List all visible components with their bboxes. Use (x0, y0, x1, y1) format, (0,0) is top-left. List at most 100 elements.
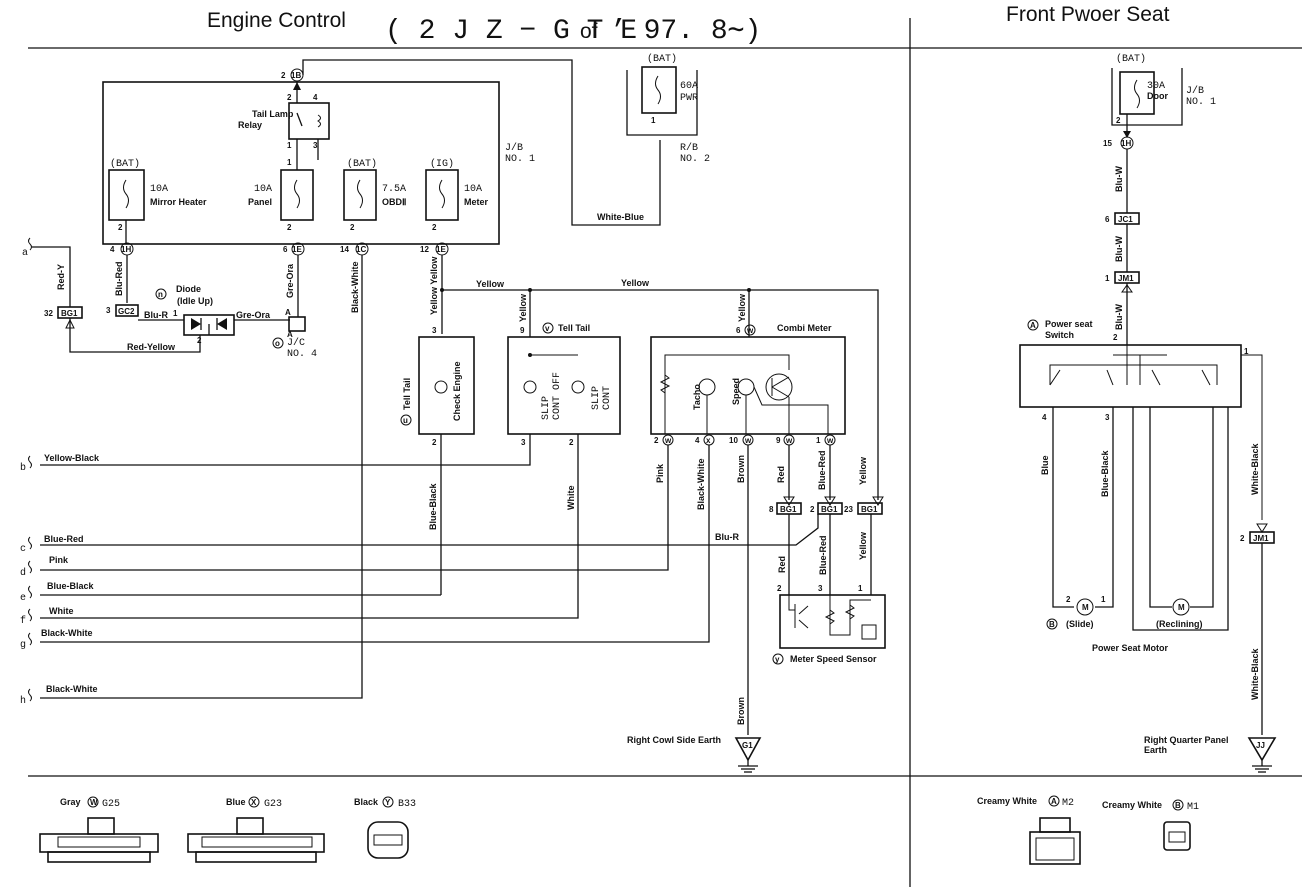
svg-text:JC1: JC1 (1118, 215, 1133, 224)
svg-text:23: 23 (844, 505, 853, 514)
svg-text:v: v (545, 324, 550, 333)
svg-text:d: d (20, 567, 26, 579)
svg-text:6: 6 (736, 326, 741, 335)
svg-text:Brown: Brown (736, 455, 746, 483)
svg-text:w: w (744, 436, 752, 445)
svg-text:Yellow Yellow: Yellow Yellow (429, 256, 439, 315)
svg-text:4: 4 (110, 245, 115, 254)
svg-text:3: 3 (432, 326, 437, 335)
engine-of-label: of (580, 20, 598, 43)
svg-text:B: B (1175, 801, 1181, 810)
svg-text:A: A (1030, 321, 1036, 330)
svg-text:Creamy White: Creamy White (1102, 800, 1162, 810)
svg-text:Yellow: Yellow (737, 293, 747, 322)
meter-speed-sensor (779, 594, 886, 649)
svg-text:Right Cowl Side Earth: Right Cowl Side Earth (627, 735, 721, 745)
svg-text:(Reclining): (Reclining) (1156, 619, 1203, 629)
svg-text:Blue-Red: Blue-Red (817, 450, 827, 490)
svg-text:Blue-Black: Blue-Black (428, 482, 438, 530)
tell-tail-slip (507, 336, 621, 435)
svg-text:Blu-W: Blu-W (1114, 304, 1124, 330)
svg-text:1: 1 (1244, 347, 1249, 356)
svg-text:1: 1 (651, 116, 656, 125)
svg-text:BG1: BG1 (780, 505, 797, 514)
fuse-pwr (641, 66, 677, 114)
svg-text:(BAT): (BAT) (647, 53, 677, 65)
svg-text:Creamy White: Creamy White (977, 796, 1037, 806)
svg-text:Meter Speed Sensor: Meter Speed Sensor (790, 654, 877, 664)
svg-text:2: 2 (287, 93, 292, 102)
combi-meter (650, 336, 846, 435)
svg-text:Blu-R: Blu-R (144, 310, 168, 320)
svg-text:Check Engine: Check Engine (452, 361, 462, 421)
svg-text:Blu-Red: Blu-Red (114, 262, 124, 297)
svg-text:32: 32 (44, 309, 53, 318)
svg-text:2: 2 (432, 223, 437, 232)
svg-text:PWR: PWR (680, 93, 698, 104)
svg-text:M: M (1178, 603, 1185, 612)
svg-text:15: 15 (1103, 139, 1112, 148)
svg-text:12: 12 (420, 245, 429, 254)
svg-text:3: 3 (521, 438, 526, 447)
svg-text:Tell Tail: Tell Tail (402, 378, 412, 410)
mirror-fuse-supply: (BAT) (110, 158, 140, 170)
svg-text:Pink: Pink (49, 555, 69, 565)
svg-text:7.5A: 7.5A (382, 184, 406, 195)
side-wire-d: d Pink (20, 555, 69, 579)
svg-text:1: 1 (858, 584, 863, 593)
svg-text:3: 3 (1105, 413, 1110, 422)
tail-lamp-relay (288, 102, 330, 140)
svg-text:Combi Meter: Combi Meter (777, 323, 832, 333)
svg-text:Yellow: Yellow (476, 279, 505, 289)
svg-text:Power Seat Motor: Power Seat Motor (1092, 643, 1169, 653)
svg-text:Black: Black (354, 797, 379, 807)
svg-text:u: u (403, 416, 408, 425)
svg-text:n: n (158, 290, 163, 299)
svg-text:Speed: Speed (731, 378, 741, 405)
svg-text:2: 2 (569, 438, 574, 447)
tell-tail-check-engine (418, 336, 475, 435)
fuse-meter (425, 169, 459, 221)
svg-text:2: 2 (1116, 116, 1121, 125)
svg-text:Red: Red (776, 466, 786, 483)
svg-text:Red: Red (777, 556, 787, 573)
svg-text:Black-White: Black-White (41, 628, 93, 638)
svg-text:Blue: Blue (226, 797, 246, 807)
svg-text:G23: G23 (264, 799, 282, 810)
svg-text:JM1: JM1 (1253, 534, 1269, 543)
wire-white-blue (302, 59, 661, 226)
connector-blue-g23: Blue X G23 (187, 796, 325, 863)
svg-text:b: b (20, 462, 26, 474)
svg-text:White: White (566, 486, 576, 511)
svg-text:g: g (20, 640, 26, 651)
svg-text:X: X (251, 798, 257, 807)
svg-text:2: 2 (777, 584, 782, 593)
svg-text:BG1: BG1 (861, 505, 878, 514)
svg-text:B33: B33 (398, 799, 416, 810)
svg-text:2: 2 (654, 436, 659, 445)
svg-text:A: A (1051, 797, 1057, 806)
svg-text:(BAT): (BAT) (347, 158, 377, 170)
svg-text:Black-White: Black-White (350, 261, 360, 313)
svg-text:B: B (1049, 620, 1055, 629)
slide-motor (1076, 598, 1094, 616)
svg-text:G25: G25 (102, 799, 120, 810)
svg-text:w: w (785, 436, 793, 445)
svg-text:G1: G1 (742, 741, 753, 750)
svg-text:e: e (20, 593, 26, 604)
engine-model-title: ( 2 J Z − G T E (385, 16, 637, 47)
svg-text:Red-Yellow: Red-Yellow (127, 342, 176, 352)
svg-text:Pink: Pink (655, 463, 665, 483)
svg-text:(Slide): (Slide) (1066, 619, 1094, 629)
svg-text:2: 2 (1113, 333, 1118, 342)
svg-text:Gre-Ora: Gre-Ora (236, 310, 271, 320)
fuse-door (1119, 71, 1155, 115)
svg-text:4: 4 (695, 436, 700, 445)
